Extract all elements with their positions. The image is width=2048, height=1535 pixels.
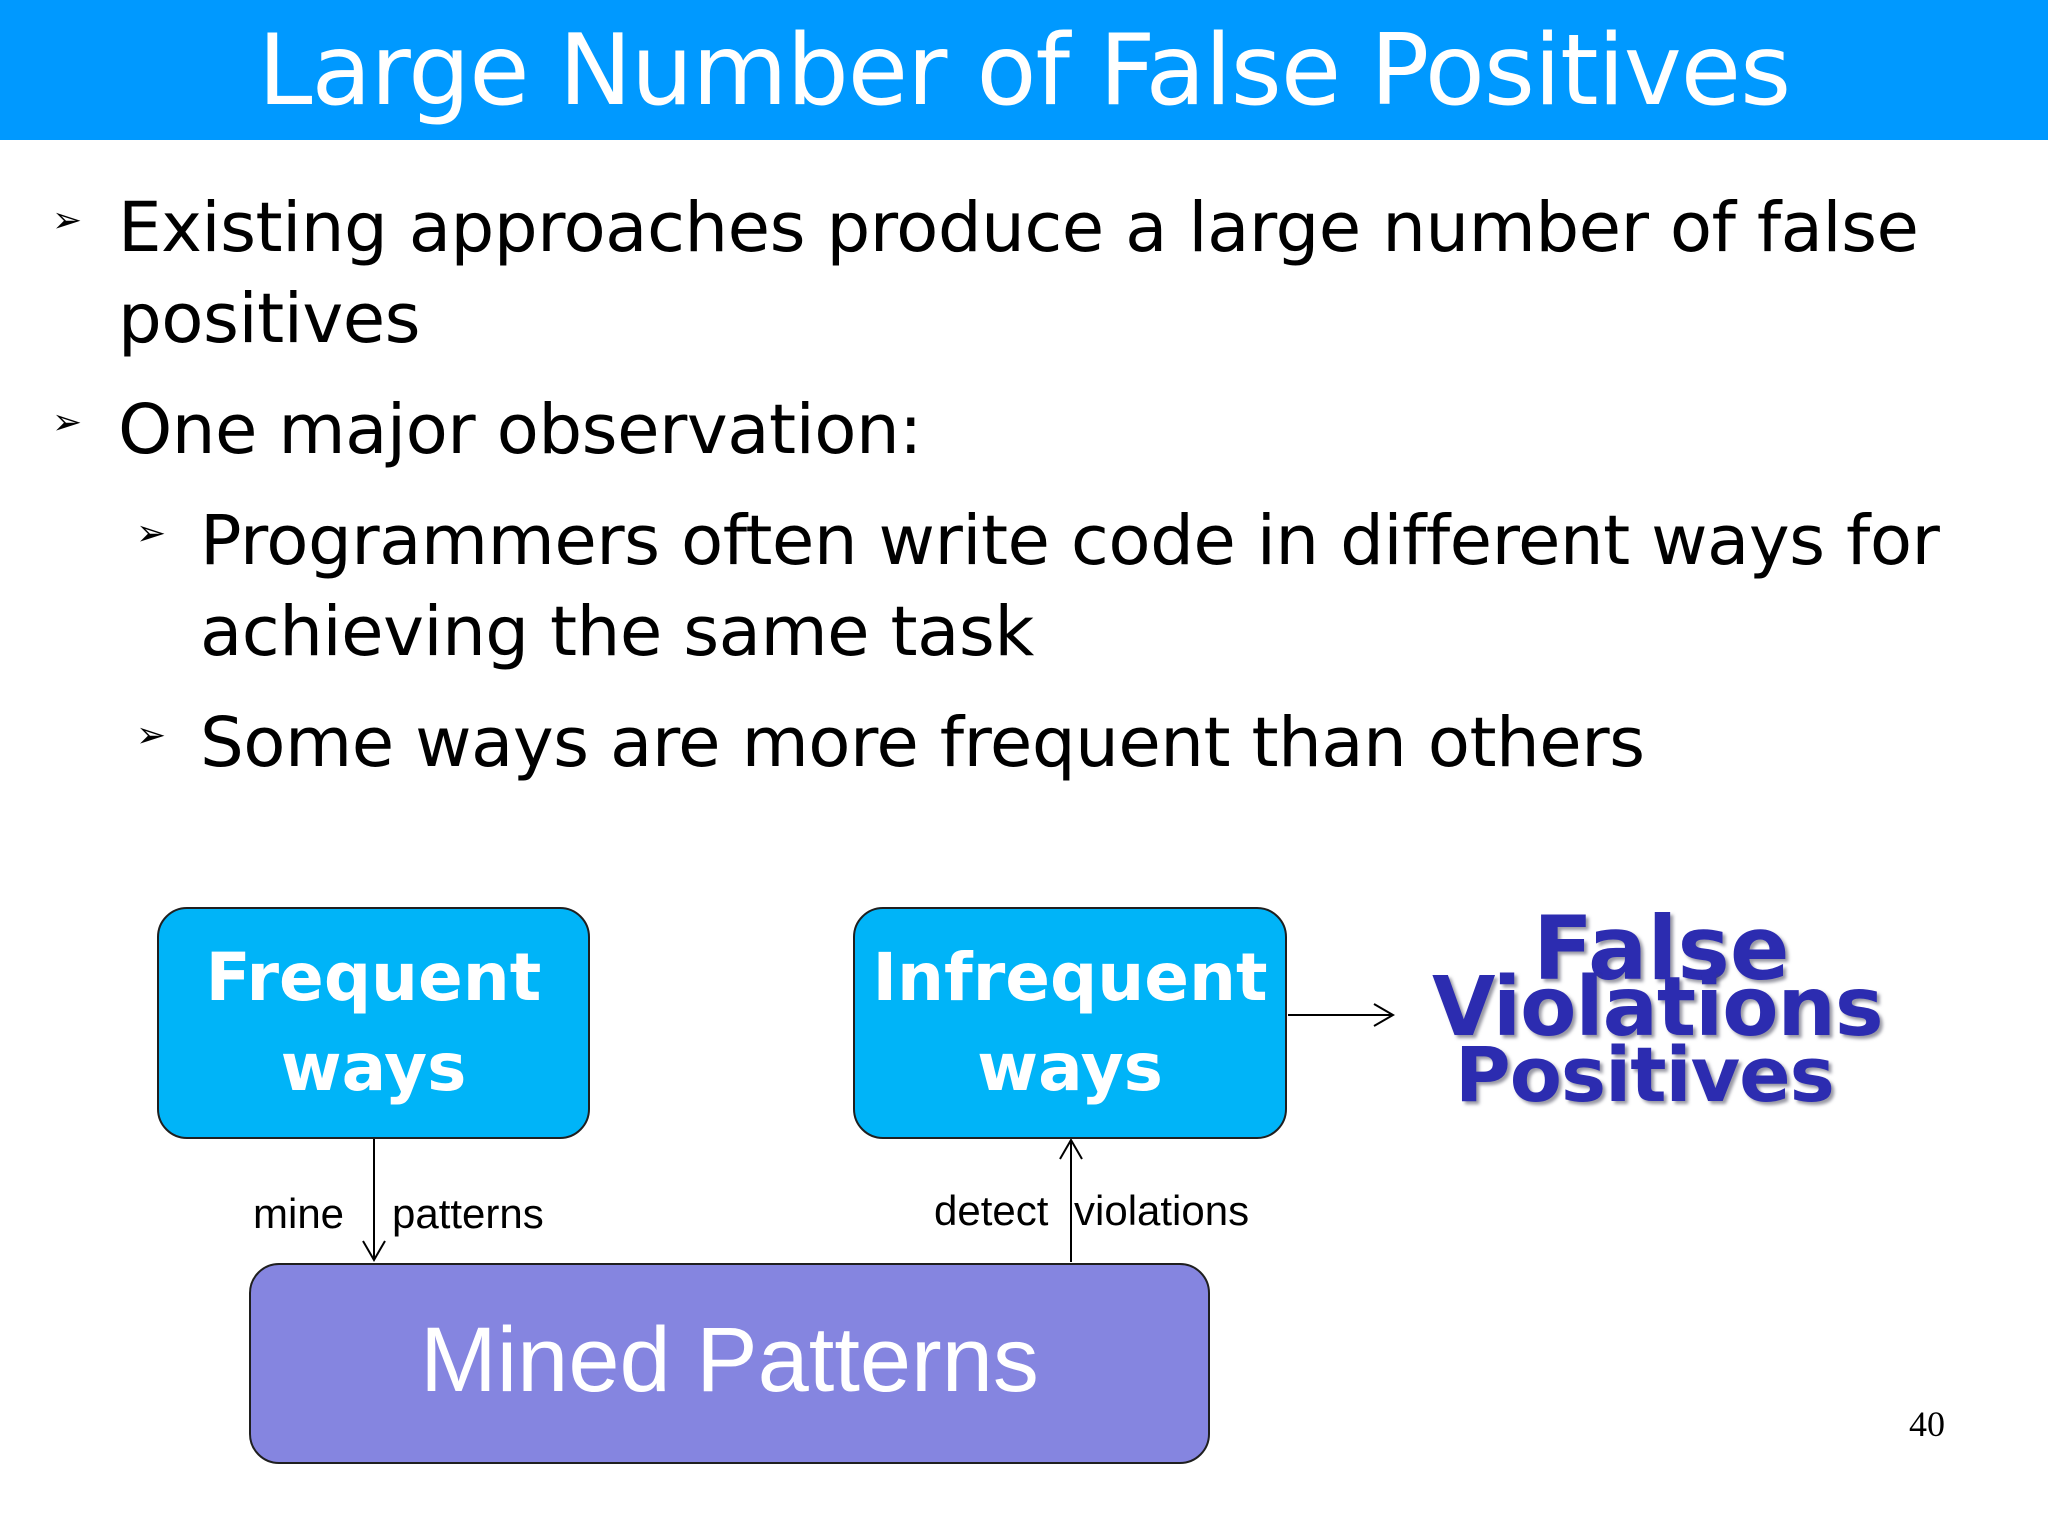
- arrow-head-right-icon: [1373, 1003, 1395, 1027]
- mined-patterns-box: Mined Patterns: [249, 1263, 1210, 1464]
- infrequent-ways-line: ways: [977, 1029, 1163, 1106]
- bullet-text-line: Programmers often write code in differen…: [200, 501, 1940, 581]
- mined-patterns-label: Mined Patterns: [420, 1308, 1039, 1411]
- edge-label-patterns: patterns: [392, 1190, 544, 1237]
- bullet-text-line: positives: [118, 279, 421, 359]
- bullet-text-line: One major observation:: [118, 390, 922, 470]
- bullet-text-line: achieving the same task: [200, 592, 1034, 672]
- slide-title: Large Number of False Positives: [257, 14, 1791, 128]
- bullet-arrow-icon: ➢: [52, 402, 82, 443]
- sub-bullet-more-frequent: ➢ Some ways are more frequent than other…: [136, 698, 1645, 789]
- bullet-arrow-icon: ➢: [136, 513, 166, 554]
- frequent-ways-line: Frequent: [205, 939, 542, 1016]
- arrow-head-up-icon: [1059, 1138, 1083, 1160]
- bullet-existing-approaches: ➢ Existing approaches produce a large nu…: [52, 183, 1919, 365]
- bullet-arrow-icon: ➢: [52, 200, 82, 241]
- edge-label-mine: mine: [253, 1190, 345, 1237]
- infrequent-ways-box: Infrequent ways: [853, 907, 1287, 1139]
- edge-label-violations: violations: [1074, 1187, 1250, 1234]
- bullet-text-line: Some ways are more frequent than others: [200, 703, 1645, 783]
- page-number: 40: [1909, 1404, 1945, 1444]
- bullet-arrow-icon: ➢: [136, 715, 166, 756]
- bullet-major-observation: ➢ One major observation:: [52, 385, 922, 476]
- title-bar: Large Number of False Positives: [0, 0, 2048, 140]
- word-cloud-positives: Positives: [1455, 1030, 1835, 1119]
- sub-bullet-different-ways: ➢ Programmers often write code in differ…: [136, 496, 1940, 678]
- arrow-head-down-icon: [362, 1240, 386, 1262]
- frequent-ways-line: ways: [280, 1029, 467, 1106]
- edge-label-detect: detect: [934, 1187, 1049, 1234]
- infrequent-ways-line: Infrequent: [872, 939, 1268, 1016]
- frequent-ways-box: Frequent ways: [157, 907, 590, 1139]
- bullet-text-line: Existing approaches produce a large numb…: [118, 188, 1919, 268]
- word-cloud-false: False: [1533, 897, 1790, 1000]
- word-cloud-violations: Violations: [1432, 960, 1884, 1055]
